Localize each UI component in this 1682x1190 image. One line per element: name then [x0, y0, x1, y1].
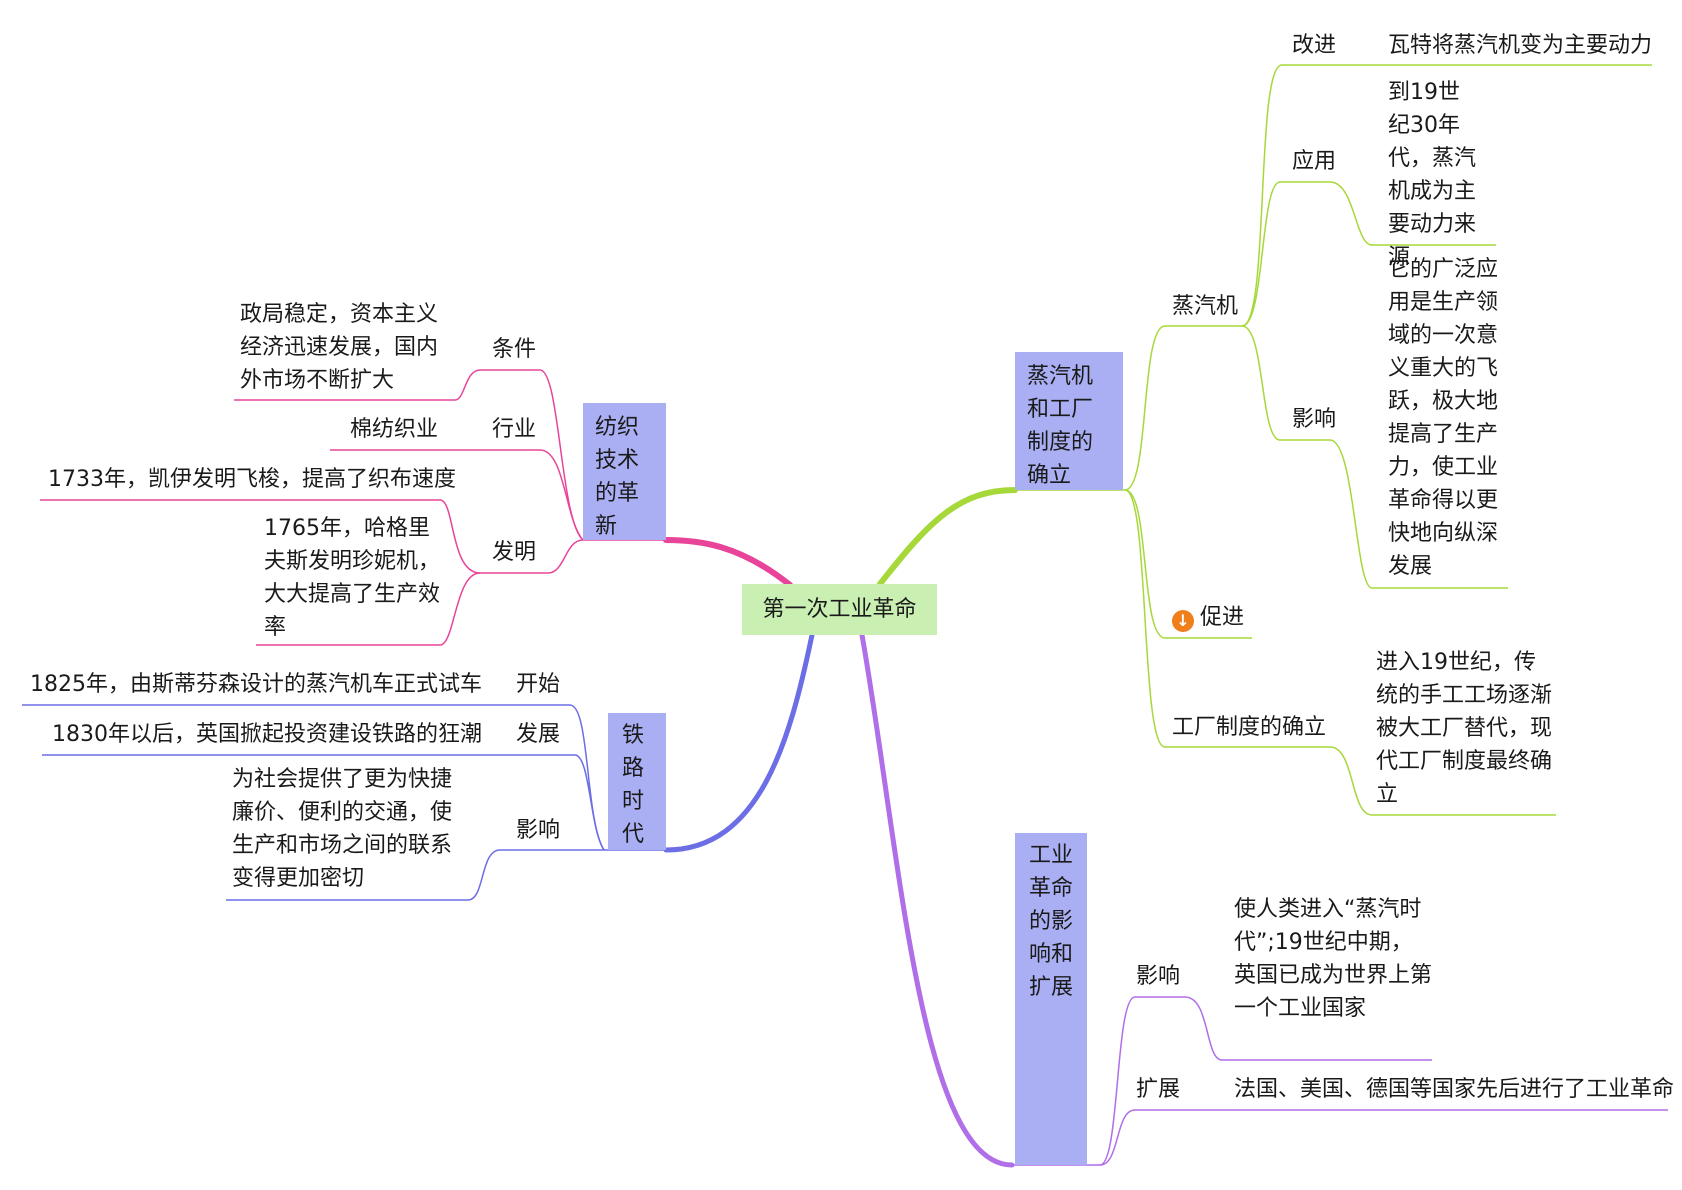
- railway-impact-label[interactable]: 影响: [516, 818, 561, 843]
- impact-expand-label[interactable]: 扩展: [1136, 1077, 1181, 1102]
- textile-industry-text[interactable]: 棉纺织业: [350, 417, 439, 442]
- main-topic-impact-label: 工业革命的影响和扩展: [1029, 843, 1074, 1000]
- main-topic-railway[interactable]: 铁路时代: [608, 713, 666, 850]
- impact-effect-text[interactable]: 使人类进入“蒸汽时代”;19世纪中期，英国已成为世界上第一个工业国家: [1234, 897, 1433, 1021]
- steam-improve-label[interactable]: 改进: [1292, 33, 1337, 58]
- steam-factory-text[interactable]: 进入19世纪，传统的手工工场逐渐被大工厂替代，现代工厂制度最终确立: [1376, 650, 1553, 807]
- arrow-down-circle-icon: ↓: [1172, 610, 1194, 632]
- steam-improve-text[interactable]: 瓦特将蒸汽机变为主要动力: [1388, 33, 1653, 58]
- textile-invention-label[interactable]: 发明: [492, 540, 537, 565]
- steam-apply-label[interactable]: 应用: [1292, 149, 1337, 174]
- textile-invention-2[interactable]: 1765年，哈格里夫斯发明珍妮机，大大提高了生产效率: [264, 516, 441, 640]
- main-topic-textile-label: 纺织技术的革新: [595, 415, 640, 539]
- main-topic-railway-label: 铁路时代: [622, 723, 645, 847]
- textile-invention-1[interactable]: 1733年，凯伊发明飞梭，提高了织布速度: [48, 467, 456, 492]
- steam-engine-label[interactable]: 蒸汽机: [1172, 294, 1239, 319]
- central-topic[interactable]: 第一次工业革命: [742, 584, 937, 635]
- railway-start-text[interactable]: 1825年，由斯蒂芬森设计的蒸汽机车正式试车: [30, 672, 482, 697]
- main-topic-impact[interactable]: 工业革命的影响和扩展: [1015, 833, 1087, 1165]
- railway-start-label[interactable]: 开始: [516, 672, 561, 697]
- main-topic-textile[interactable]: 纺织技术的革新: [583, 403, 666, 540]
- railway-development-text[interactable]: 1830年以后，英国掀起投资建设铁路的狂潮: [52, 722, 482, 747]
- steam-apply-text[interactable]: 到19世纪30年代，蒸汽机成为主要动力来源: [1388, 80, 1477, 270]
- connector-center-impact: [859, 632, 1015, 1168]
- textile-industry-label[interactable]: 行业: [492, 417, 537, 442]
- steam-factory-label[interactable]: 工厂制度的确立: [1172, 715, 1327, 740]
- railway-development-label[interactable]: 发展: [516, 722, 561, 747]
- textile-condition-label[interactable]: 条件: [492, 337, 537, 362]
- railway-impact-text[interactable]: 为社会提供了更为快捷廉价、便利的交通，使生产和市场之间的联系变得更加密切: [232, 767, 453, 891]
- steam-effect-text[interactable]: 它的广泛应用是生产领域的一次意义重大的飞跃，极大地提高了生产力，使工业革命得以更…: [1388, 257, 1499, 579]
- impact-effect-label[interactable]: 影响: [1136, 964, 1181, 989]
- steam-effect-label[interactable]: 影响: [1292, 407, 1337, 432]
- steam-promote-label: 促进: [1200, 605, 1245, 630]
- steam-promote-item[interactable]: ↓ 促进: [1172, 601, 1244, 634]
- connector-center-railway: [663, 632, 815, 853]
- impact-expand-text[interactable]: 法国、美国、德国等国家先后进行了工业革命: [1234, 1077, 1675, 1102]
- textile-condition-text[interactable]: 政局稳定，资本主义经济迅速发展，国内外市场不断扩大: [240, 302, 439, 393]
- connector-center-steam: [877, 487, 1018, 587]
- main-topic-steam[interactable]: 蒸汽机和工厂制度的确立: [1015, 352, 1123, 490]
- connector-center-textile: [663, 537, 793, 588]
- main-topic-steam-label: 蒸汽机和工厂制度的确立: [1027, 364, 1094, 488]
